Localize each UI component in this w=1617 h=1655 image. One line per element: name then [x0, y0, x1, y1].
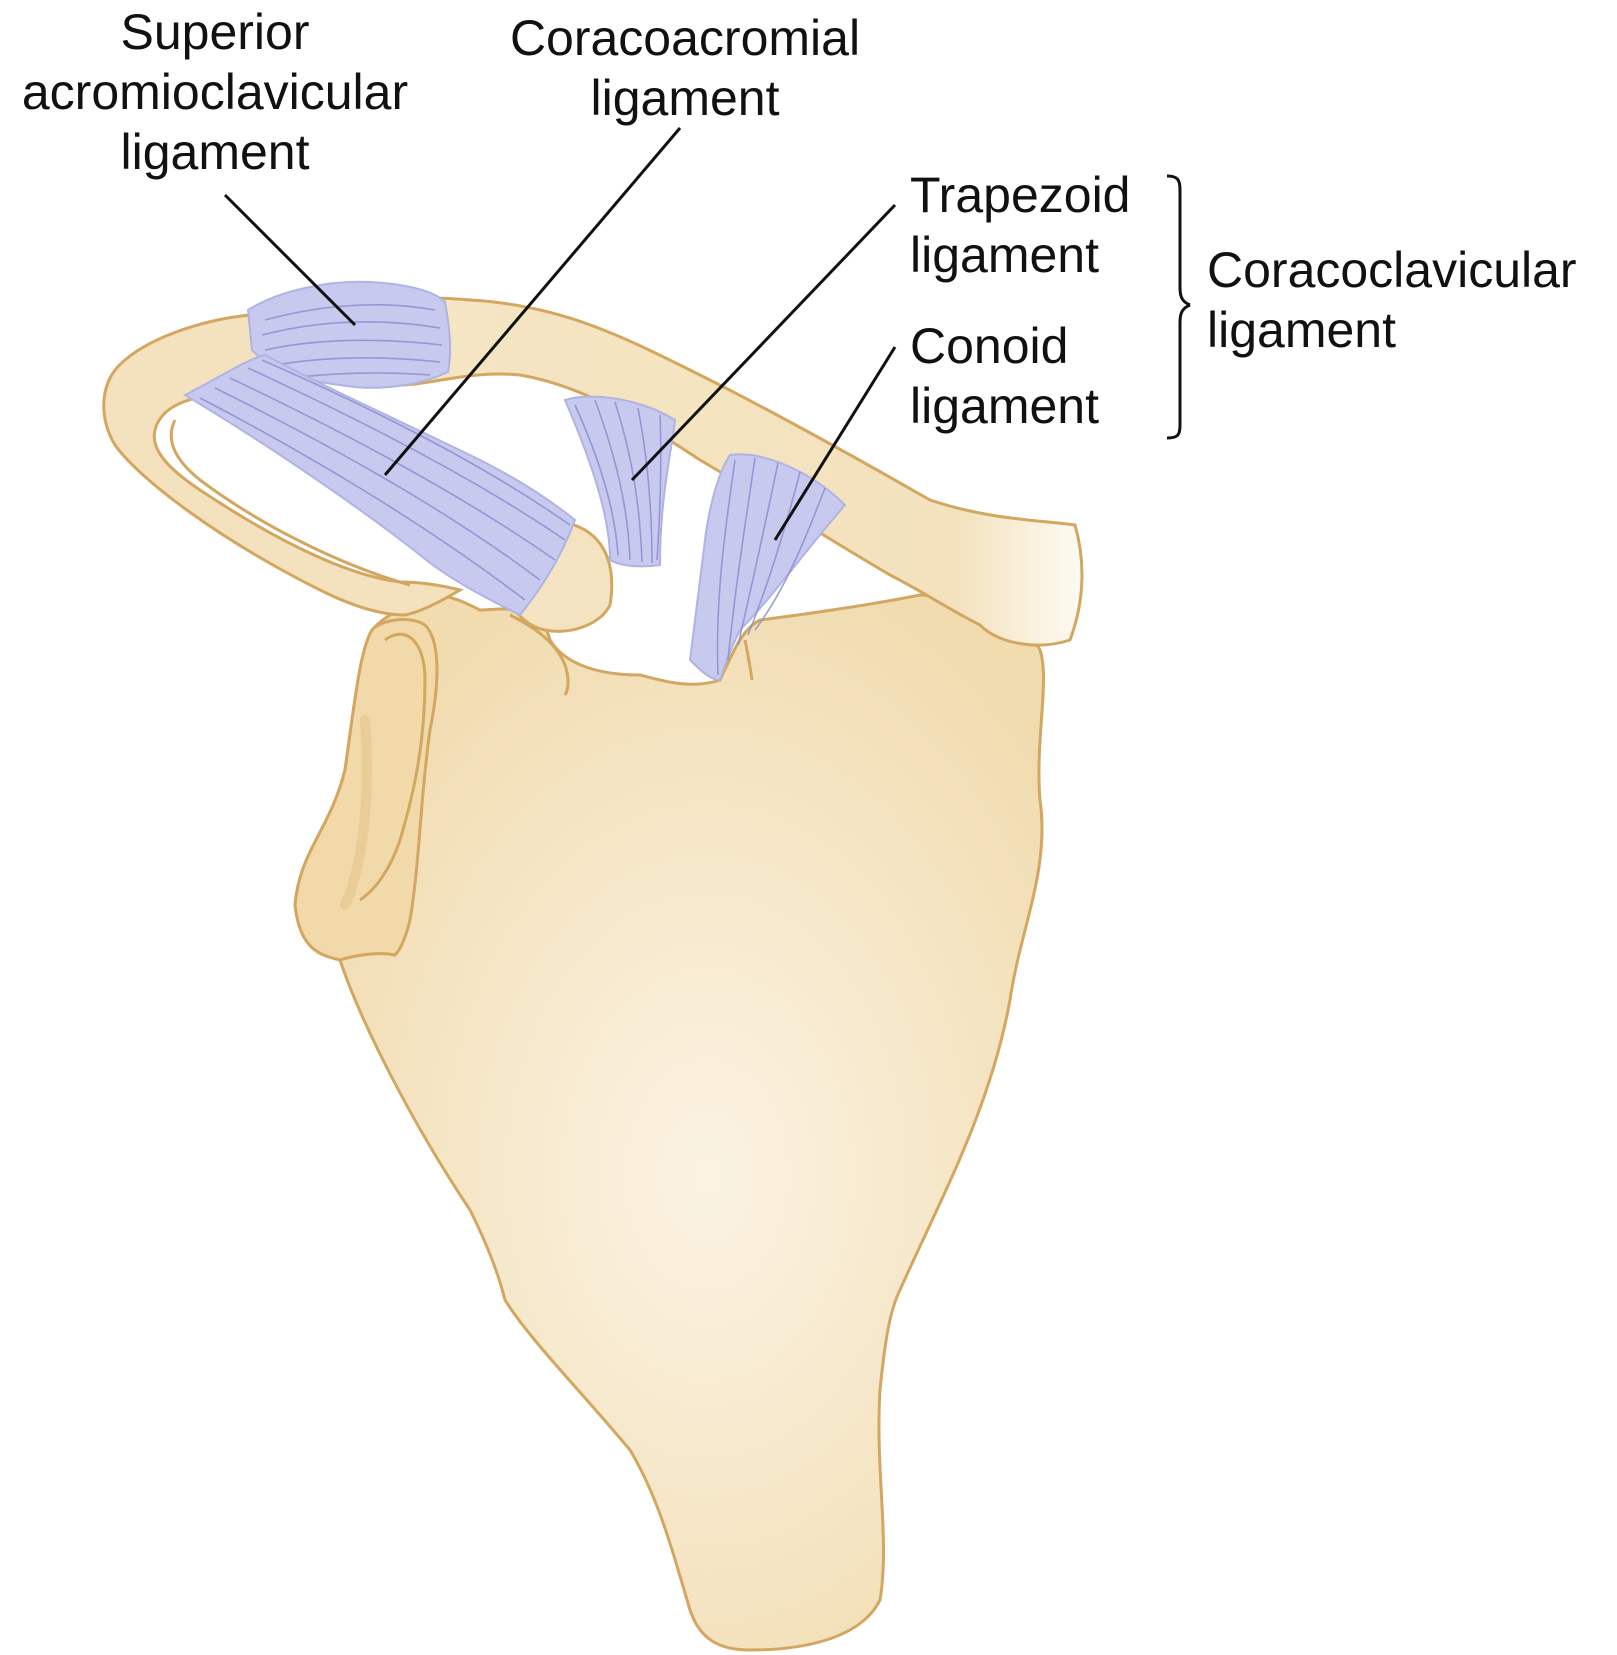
- coracoacromial-fibers: [199, 359, 571, 601]
- leader-lines: [223, 127, 897, 541]
- label-line: Trapezoid: [910, 167, 1131, 223]
- acromion-ridge: [359, 632, 427, 902]
- superior-acromioclavicular-fibers: [261, 303, 443, 378]
- clavicle-inner-loop: [169, 419, 411, 587]
- coracoid-crease: [509, 613, 570, 696]
- label-coracoclavicular-ligament: Coracoclavicular ligament: [1207, 240, 1577, 360]
- label-conoid-ligament: Conoid ligament: [910, 316, 1099, 436]
- label-line: ligament: [590, 70, 780, 126]
- label-coracoacromial-ligament: Coracoacromial ligament: [470, 8, 900, 128]
- label-superior-acromioclavicular-ligament: Superior acromioclavicular ligament: [0, 2, 430, 182]
- leader-superior-ac: [223, 193, 357, 327]
- leader-conoid: [773, 346, 897, 541]
- leader-coracoacromial: [383, 127, 682, 476]
- coracoclavicular-bracket: [1166, 174, 1191, 440]
- conoid-tubercle-crease: [743, 639, 754, 681]
- label-line: Coracoacromial: [509, 10, 861, 66]
- label-line: Superior: [120, 4, 310, 60]
- label-line: ligament: [120, 124, 310, 180]
- label-line: acromioclavicular: [21, 64, 409, 120]
- label-line: ligament: [910, 378, 1099, 434]
- label-trapezoid-ligament: Trapezoid ligament: [910, 165, 1130, 285]
- leader-trapezoid: [630, 203, 897, 482]
- label-line: ligament: [1207, 302, 1396, 358]
- label-line: ligament: [910, 227, 1099, 283]
- acromion-shadow: [340, 715, 372, 910]
- label-line: Conoid: [910, 318, 1069, 374]
- scapula: [293, 593, 1045, 1652]
- clavicle-shaft: [248, 296, 1084, 647]
- label-line: Coracoclavicular: [1207, 242, 1577, 298]
- coracoacromial-ligament: [182, 353, 577, 617]
- conoid-fibers: [716, 457, 826, 676]
- trapezoid-fibers: [574, 399, 662, 564]
